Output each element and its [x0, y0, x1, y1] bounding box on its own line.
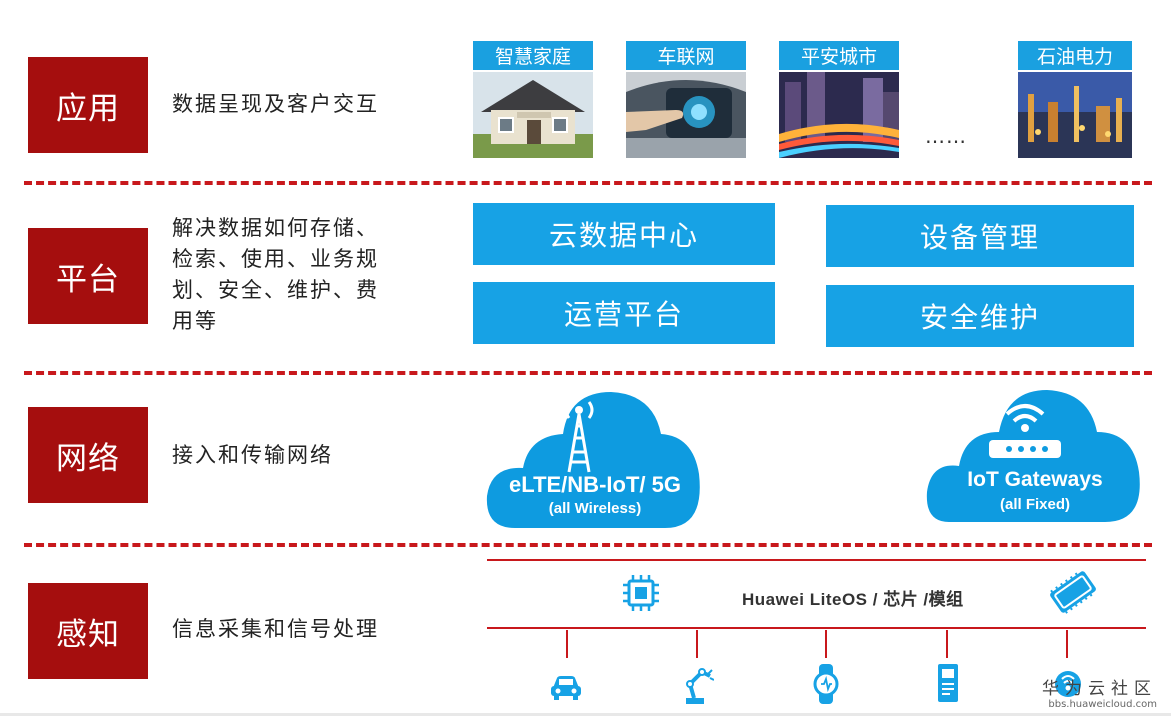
separator: [24, 371, 1152, 375]
refinery-photo: [1018, 72, 1132, 158]
robot-arm-icon: [686, 668, 714, 704]
module-icon: [1050, 571, 1096, 614]
app-card-connected-car: 车联网: [626, 41, 746, 158]
smartwatch-icon: [813, 664, 839, 704]
app-label: 石油电力: [1018, 41, 1132, 70]
fixed-title: IoT Gateways: [967, 468, 1103, 491]
platform-desc-line: 用等: [172, 309, 218, 333]
app-card-oil-power: 石油电力: [1018, 41, 1132, 158]
separator: [24, 543, 1152, 547]
wireless-network-cloud: eLTE/NB-IoT/ 5G (all Wireless): [485, 382, 705, 532]
sensor-icon: [1055, 671, 1081, 697]
app-label: 平安城市: [779, 41, 899, 70]
wireless-title: eLTE/NB-IoT/ 5G: [509, 472, 681, 497]
meter-icon: [938, 664, 958, 702]
device-connector: [696, 630, 698, 658]
wireless-subtitle: (all Wireless): [548, 500, 642, 517]
layer-box-network: 网络: [28, 407, 148, 503]
platform-desc-line: 检索、使用、业务规: [172, 247, 379, 271]
device-connector: [566, 630, 568, 658]
layer-box-perception: 感知: [28, 583, 148, 679]
watermark: 华为云社区 bbs.huaweicloud.com: [1042, 674, 1157, 710]
layer-desc-network: 接入和传输网络: [172, 443, 333, 467]
device-bus-line: [487, 627, 1146, 629]
city-night-photo: [779, 72, 899, 158]
app-card-safe-city: 平安城市: [779, 41, 899, 158]
more-applications: ……: [925, 124, 967, 148]
app-card-smart-home: 智慧家庭: [473, 41, 593, 158]
wifi-router-icon: [989, 404, 1061, 458]
separator: [24, 181, 1152, 185]
layer-desc-application: 数据呈现及客户交互: [172, 92, 379, 116]
app-label: 车联网: [626, 41, 746, 70]
liteos-top-line: [487, 559, 1146, 561]
device-connector: [1066, 630, 1068, 658]
security-maintenance-button[interactable]: 安全维护: [826, 285, 1134, 347]
device-management-button[interactable]: 设备管理: [826, 205, 1134, 267]
operation-platform-button[interactable]: 运营平台: [473, 282, 775, 344]
cloud-data-center-button[interactable]: 云数据中心: [473, 203, 775, 265]
fixed-subtitle: (all Fixed): [999, 496, 1070, 513]
platform-desc-line: 解决数据如何存储、: [172, 216, 379, 240]
layer-desc-platform: 解决数据如何存储、 检索、使用、业务规 划、安全、维护、费 用等: [172, 213, 379, 337]
car-dashboard-photo: [626, 72, 746, 158]
fixed-network-cloud: IoT Gateways (all Fixed): [925, 382, 1145, 524]
app-label: 智慧家庭: [473, 41, 593, 70]
layer-box-application: 应用: [28, 57, 148, 153]
car-icon: [551, 676, 581, 700]
device-connector: [946, 630, 948, 658]
platform-desc-line: 划、安全、维护、费: [172, 278, 379, 302]
device-connector: [825, 630, 827, 658]
bottom-border: [0, 713, 1171, 716]
antenna-tower-icon: [564, 401, 594, 473]
liteos-label: Huawei LiteOS / 芯片 /模组: [742, 590, 964, 609]
watermark-url: bbs.huaweicloud.com: [1048, 699, 1157, 710]
watermark-main: 华为云社区: [1042, 679, 1157, 699]
layer-box-platform: 平台: [28, 228, 148, 324]
house-photo: [473, 72, 593, 158]
chip-icon: [623, 575, 659, 611]
layer-desc-perception: 信息采集和信号处理: [172, 617, 379, 641]
